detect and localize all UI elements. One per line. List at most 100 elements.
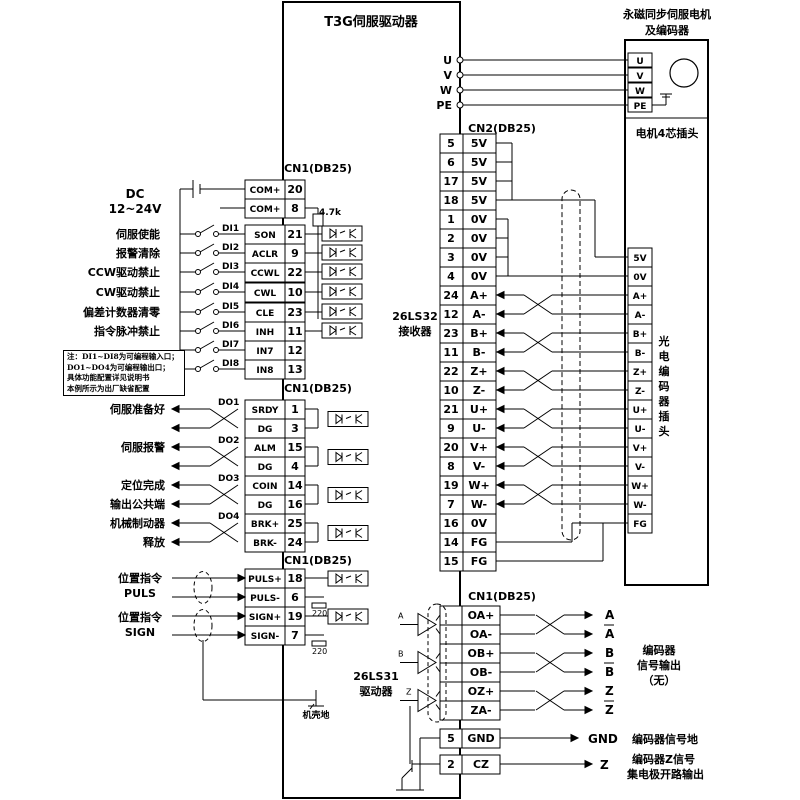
encoder-plug-pin-name: W+ [631, 482, 648, 492]
motor-phase-node [456, 71, 464, 79]
opto-led [329, 286, 337, 297]
cn1-output-name: ALM [254, 444, 276, 454]
switch-contact-right [213, 309, 219, 315]
cn1-output-name: SRDY [252, 406, 279, 416]
switch-contact-left [195, 250, 201, 256]
cn2-pin-name: 0V [471, 213, 488, 226]
cn2-pin-number: 24 [443, 289, 459, 302]
encoder-plug-label-char: 头 [659, 424, 670, 438]
encoder-plug-pin-cell [627, 513, 653, 534]
opto-collector [355, 490, 363, 495]
encoder-plug-pin-name: V+ [633, 444, 648, 454]
input-optocoupler [321, 283, 363, 300]
arrow-right [584, 610, 594, 620]
opto-collector [355, 611, 363, 617]
cn1-input-pin-cell [284, 359, 306, 380]
opto-emitter [349, 271, 357, 277]
encoder-out-signal: B [605, 665, 614, 679]
cn1-output-pin: 4 [291, 460, 299, 473]
opto-light [339, 230, 346, 234]
opto-emitter [355, 457, 363, 462]
switch-contact-left [195, 289, 201, 295]
input-optocoupler [321, 263, 363, 280]
opto-collector [349, 306, 357, 312]
cn2-pin-name: Z- [473, 384, 485, 397]
opto-collector [355, 414, 363, 419]
opto-emitter [355, 533, 363, 538]
cn2-pin-number: 22 [443, 365, 458, 378]
switch-contact-right [213, 328, 219, 334]
cn2-pin-number: 5 [447, 137, 455, 150]
cn2-pin-name: Z+ [470, 365, 487, 378]
switch-blade [199, 262, 215, 272]
cn1-input-name: COM+ [250, 205, 281, 215]
cn1-pulse-name: SIGN+ [249, 613, 281, 623]
twist-wire [209, 522, 239, 543]
dc-label: DC [126, 187, 145, 201]
encoder-out-pin: 5 [447, 732, 455, 745]
arrow-right [584, 759, 594, 769]
cn2-pin-name: W- [471, 498, 487, 511]
driver-output-wire [435, 652, 441, 659]
encoder-out-name: OZ+ [468, 685, 495, 698]
cz-desc-line2: 集电极开路输出 [626, 767, 704, 781]
output-tag: DO3 [218, 474, 239, 484]
cn1-output-name: COIN [252, 482, 277, 492]
motor-phase-label: PE [436, 99, 452, 112]
encoder-plug-label-char: 插 [659, 409, 670, 423]
arrow-right [584, 686, 594, 696]
motor-terminal-label: PE [634, 102, 647, 112]
arrow-left [495, 347, 505, 357]
opto-light [339, 268, 346, 272]
pulse-shield [193, 609, 213, 642]
opto-led [335, 451, 343, 463]
input-function-label: 伺服使能 [115, 227, 160, 241]
arrow-right [237, 630, 247, 640]
arrow-left [495, 480, 505, 490]
switch-contact-left [195, 269, 201, 275]
opto-light [339, 288, 346, 292]
cn1-output-pin: 24 [287, 536, 303, 549]
twist-wire [523, 484, 553, 505]
resistor [312, 213, 324, 227]
motor-box [624, 39, 709, 586]
driver-output-wire [435, 628, 441, 635]
encoder-out-pin-cell [439, 681, 463, 702]
twist-wire [523, 408, 553, 429]
encoder-plug-pin-name: 0V [633, 273, 646, 283]
arrow-left [170, 537, 180, 547]
cn2-pin-number: 11 [443, 346, 458, 359]
driver-output-wire [435, 704, 441, 711]
opto-light [339, 308, 346, 312]
motor-plug-label: 电机4芯插头 [636, 126, 699, 140]
encoder-plug-pin-name: A+ [633, 292, 648, 302]
encoder-out-pin-cell [439, 605, 463, 626]
pulse-optocoupler [327, 608, 369, 625]
motor-terminal-label: U [636, 57, 643, 67]
encoder-plug-pin-name: A- [635, 311, 646, 321]
cn2-pin-name: A- [472, 308, 485, 321]
switch-contact-left [195, 347, 201, 353]
cn1-pulse-name: PULS- [250, 594, 280, 604]
cn1-input-pin: 9 [291, 247, 299, 260]
arrow-left [495, 290, 505, 300]
encoder-out-label-line1: 编码器 [643, 643, 677, 657]
input-optocoupler [321, 244, 363, 261]
pulse-resistor-label: 220 [312, 609, 327, 618]
encoder-out-pin: 2 [447, 758, 455, 771]
encoder-plug-pin-name: U- [634, 425, 645, 435]
cn2-pin-name: 5V [471, 156, 488, 169]
cn1-input-pin: 23 [287, 306, 302, 319]
cn1-output-pin: 15 [287, 441, 302, 454]
cn2-pin-number: 4 [447, 270, 455, 283]
encoder-out-signal: Z [605, 703, 614, 717]
opto-emitter [349, 311, 357, 317]
opto-light [339, 327, 346, 331]
output-optocoupler [327, 525, 369, 541]
opto-collector [355, 528, 363, 533]
opto-led [329, 325, 337, 336]
cn2-pin-name: W+ [468, 479, 489, 492]
